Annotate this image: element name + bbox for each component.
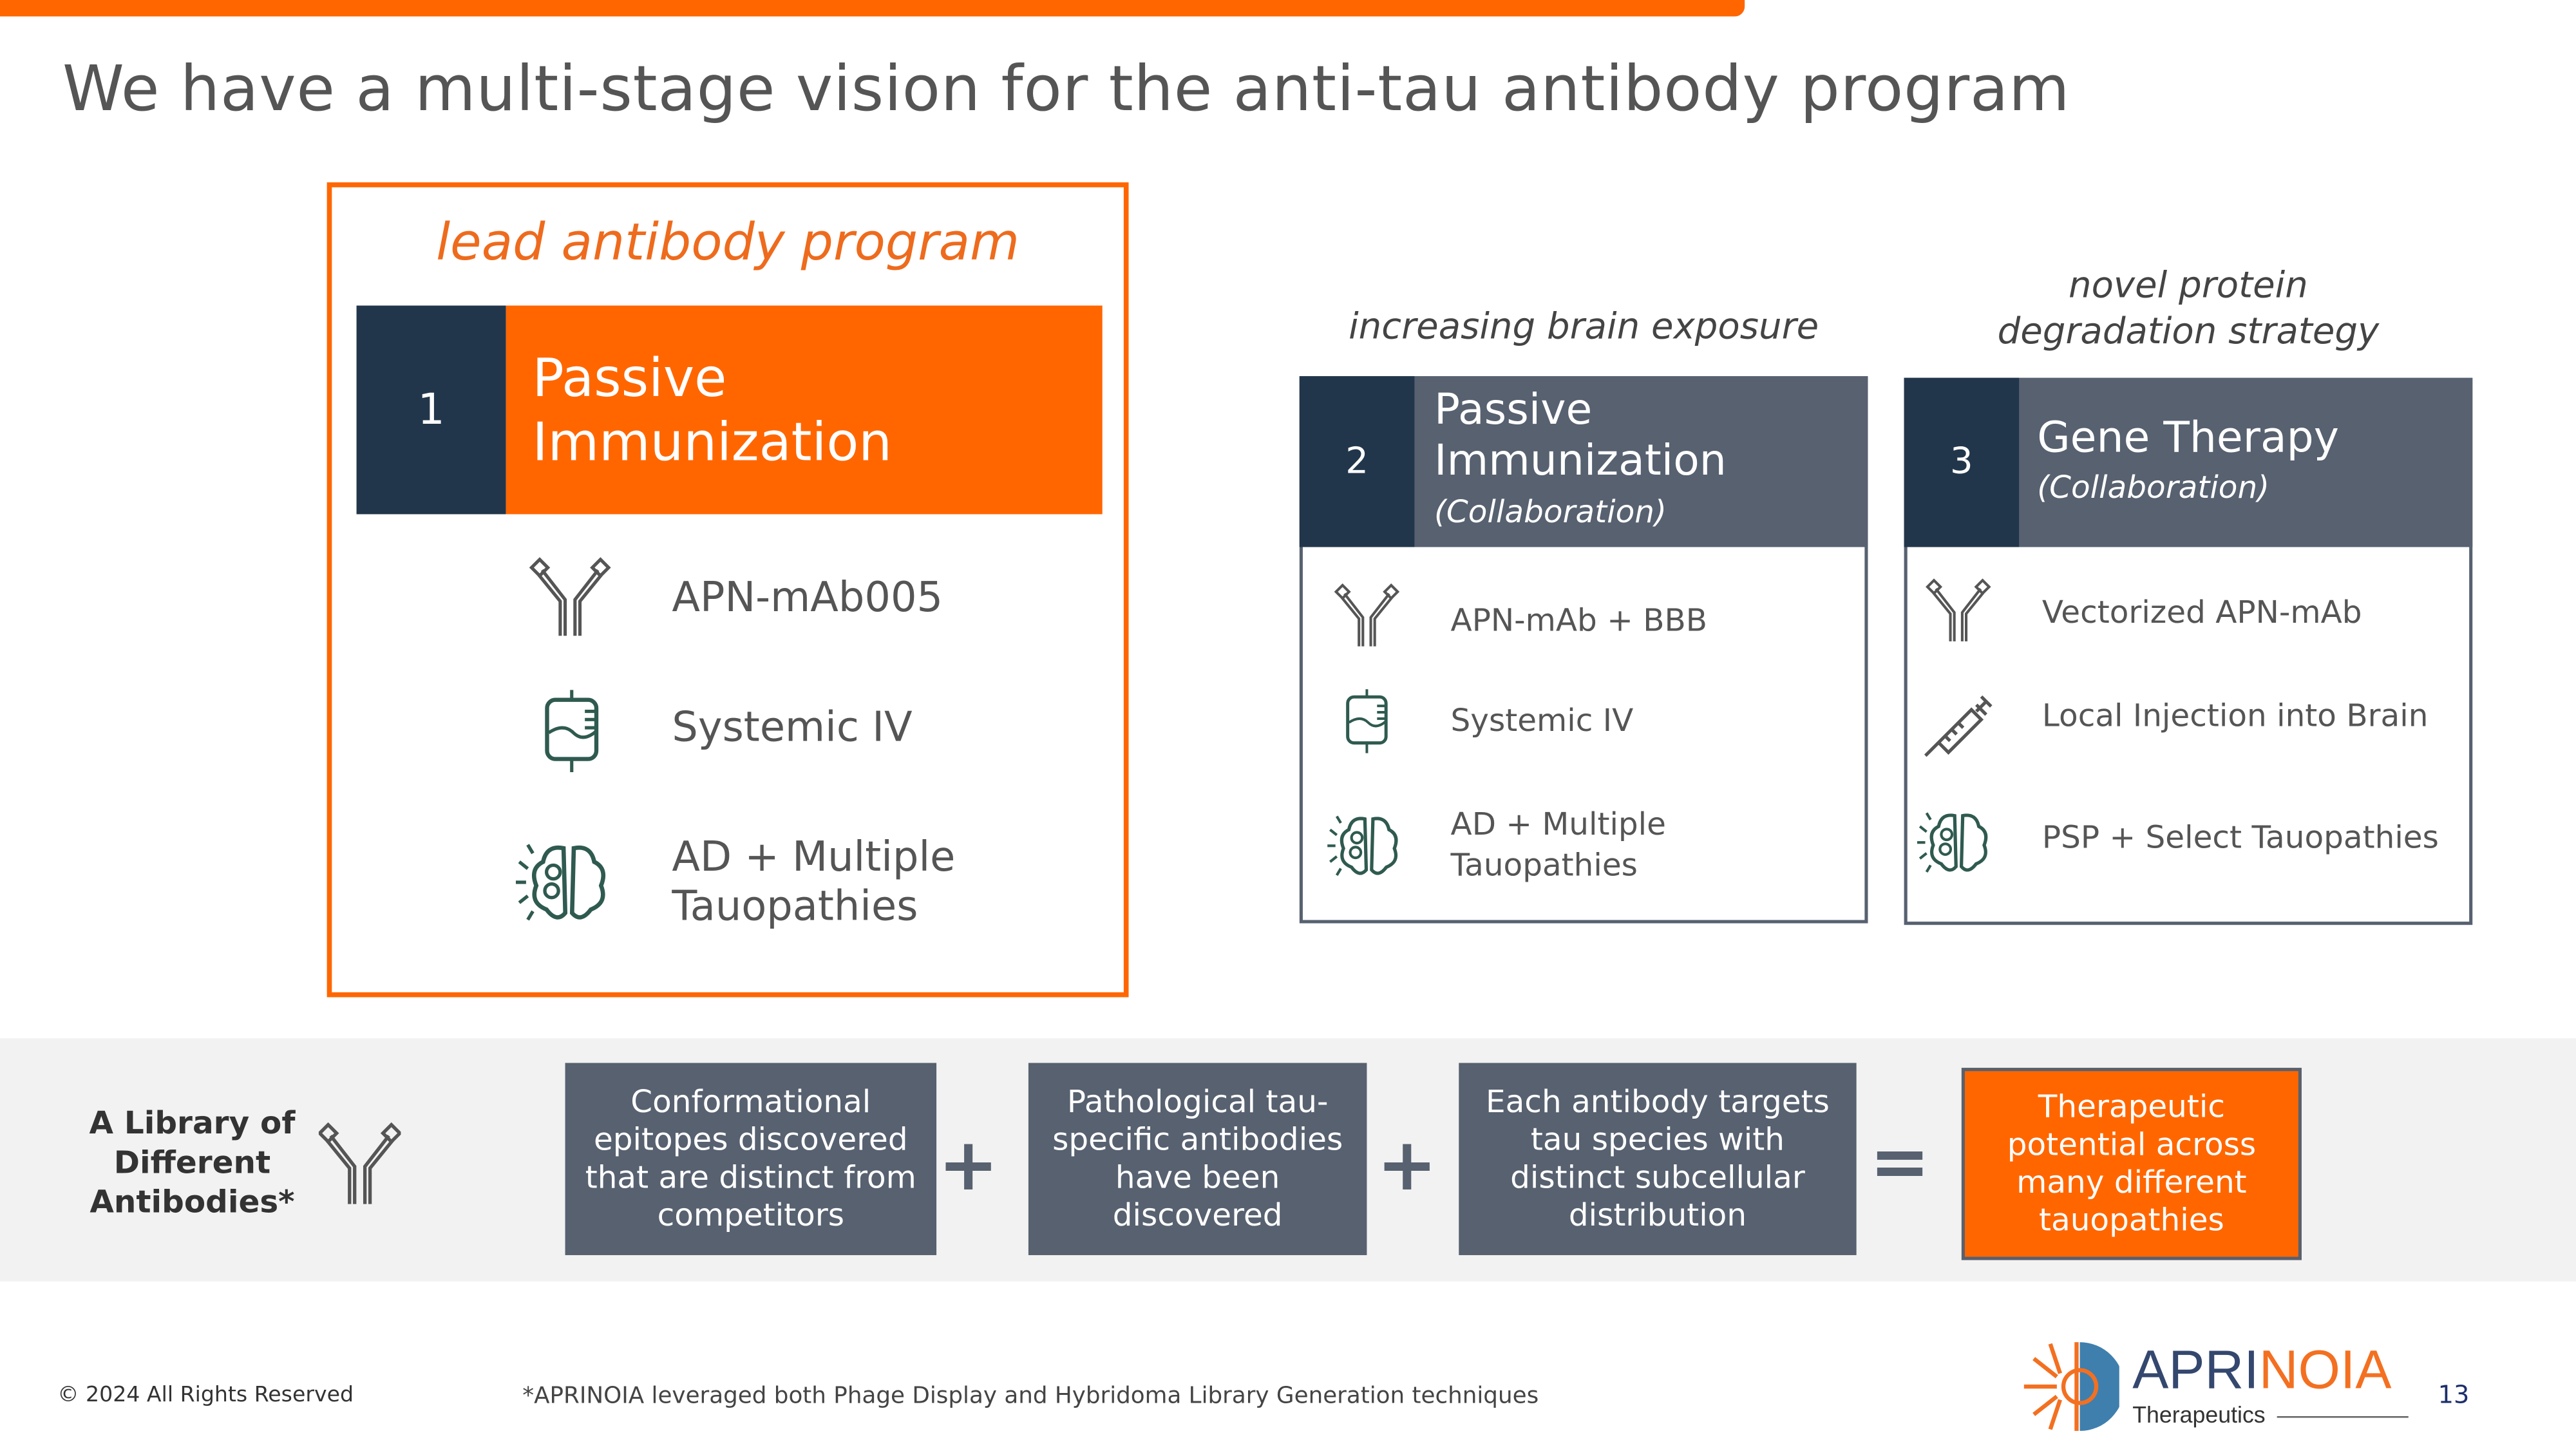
equals-sign: = <box>1870 1120 1931 1204</box>
stage3-item: Vectorized APN-mAb <box>2041 594 2362 631</box>
heading-line: Passive <box>1434 385 1593 435</box>
antibody-icon <box>1926 578 1991 644</box>
result-box: Therapeutic potential across many differ… <box>1961 1068 2302 1260</box>
brain-icon <box>1319 808 1408 880</box>
copyright: © 2024 All Rights Reserved <box>57 1383 354 1408</box>
lead-item: APN-mAb005 <box>672 573 943 621</box>
heading-line: Passive <box>532 345 727 408</box>
slide-title: We have a multi-stage vision for the ant… <box>62 52 2070 125</box>
iv-bag-icon <box>539 687 605 775</box>
logo-text-a: APRI <box>2132 1339 2259 1400</box>
label-line: degradation strategy <box>1997 312 2380 354</box>
stage-heading: Passive Immunization <box>506 305 1103 515</box>
antibody-icon <box>319 1122 401 1208</box>
plus-sign: + <box>1376 1123 1437 1208</box>
heading-line: Immunization <box>1434 436 1727 486</box>
stage2-label: increasing brain exposure <box>1349 307 1819 348</box>
label-line: novel protein <box>2069 266 2308 308</box>
brain-icon <box>1909 805 1998 877</box>
logo-text-b: NOIA <box>2259 1339 2392 1400</box>
logo-subtitle: Therapeutics <box>2132 1401 2266 1428</box>
heading-line: Gene Therapy <box>2037 413 2340 463</box>
page-number: 13 <box>2438 1379 2470 1410</box>
company-logo: APRINOIA Therapeutics <box>2021 1339 2415 1437</box>
library-feature-box: Conformational epitopes discovered that … <box>565 1063 937 1255</box>
logo-mark-icon <box>2023 1342 2119 1431</box>
label-line: A Library of <box>89 1105 296 1142</box>
stage-heading: Gene Therapy (Collaboration) <box>2019 378 2472 547</box>
stage3-item: PSP + Select Tauopathies <box>2041 819 2439 857</box>
library-feature-box: Pathological tau-specific antibodies hav… <box>1028 1063 1367 1255</box>
heading-sub: (Collaboration) <box>2037 469 2270 506</box>
syringe-icon <box>1924 695 1993 757</box>
logo-wordmark: APRINOIA <box>2132 1339 2391 1401</box>
stage3-label: novel protein degradation strategy <box>1904 265 2473 357</box>
brain-icon <box>506 835 618 927</box>
item-line: AD + Multiple <box>1450 806 1666 843</box>
logo-rule <box>2277 1416 2409 1418</box>
antibody-icon <box>529 557 611 639</box>
lead-program-label: lead antibody program <box>436 213 1020 273</box>
stage3-item: Local Injection into Brain <box>2041 698 2429 735</box>
label-line: Different <box>113 1145 271 1182</box>
stage-heading: Passive Immunization (Collaboration) <box>1414 376 1868 547</box>
stage-number: 3 <box>1904 377 2020 547</box>
stage2-item: APN-mAb + BBB <box>1450 603 1708 639</box>
footnote: *APRINOIA leveraged both Phage Display a… <box>522 1383 1539 1410</box>
top-accent-bar <box>0 0 1745 17</box>
item-line: Tauopathies <box>672 882 918 930</box>
stage2-item: AD + Multiple Tauopathies <box>1451 805 1666 887</box>
heading-sub: (Collaboration) <box>1434 493 1667 530</box>
item-line: AD + Multiple <box>672 833 956 881</box>
lead-item: Systemic IV <box>672 703 913 751</box>
label-line: Antibodies* <box>90 1184 295 1221</box>
stage-number: 2 <box>1299 376 1415 547</box>
antibody-icon <box>1334 583 1399 649</box>
lead-program-frame <box>327 182 1129 998</box>
library-label: A Library of Different Antibodies* <box>66 1104 319 1222</box>
iv-bag-icon <box>1342 687 1392 755</box>
library-feature-box: Each antibody targets tau species with d… <box>1459 1063 1857 1255</box>
plus-sign: + <box>938 1123 999 1208</box>
stage2-item: Systemic IV <box>1450 703 1634 739</box>
heading-line: Immunization <box>532 410 893 473</box>
stage-number: 1 <box>356 305 506 515</box>
lead-item: AD + Multiple Tauopathies <box>672 833 955 931</box>
item-line: Tauopathies <box>1450 848 1638 884</box>
